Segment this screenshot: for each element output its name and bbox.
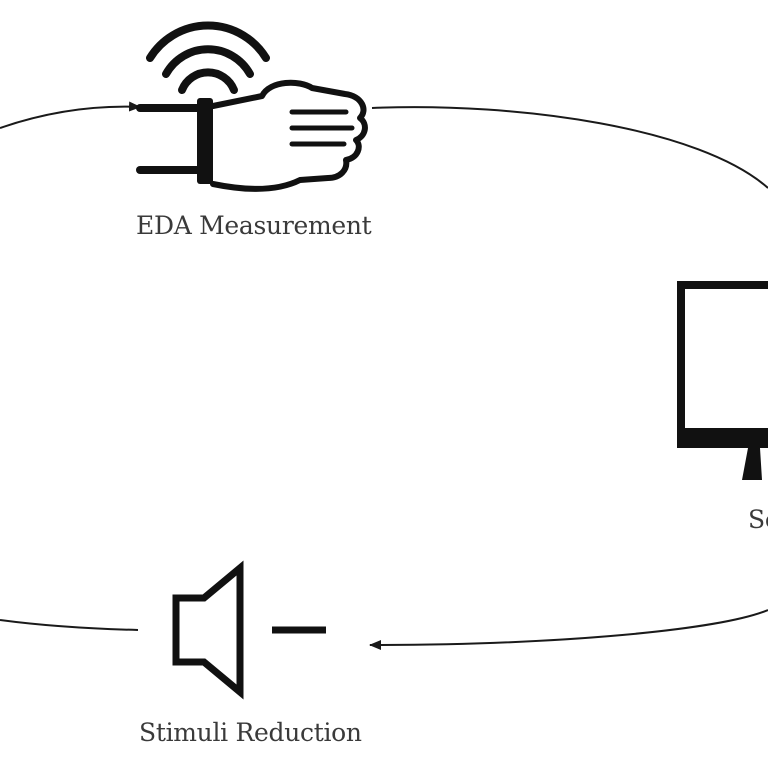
connector-right-bottom-arrow bbox=[369, 609, 768, 650]
connector-bottom-left bbox=[0, 619, 139, 631]
connector-top-right bbox=[371, 106, 768, 189]
monitor-icon bbox=[677, 281, 768, 480]
screen-label: Sc bbox=[748, 505, 768, 534]
wrist-sensor-icon bbox=[136, 21, 368, 192]
stimuli-reduction-label: Stimuli Reduction bbox=[139, 718, 362, 747]
connector-top-left-arrow bbox=[0, 101, 141, 129]
speaker-icon bbox=[172, 560, 326, 700]
eda-measurement-label: EDA Measurement bbox=[136, 211, 372, 240]
